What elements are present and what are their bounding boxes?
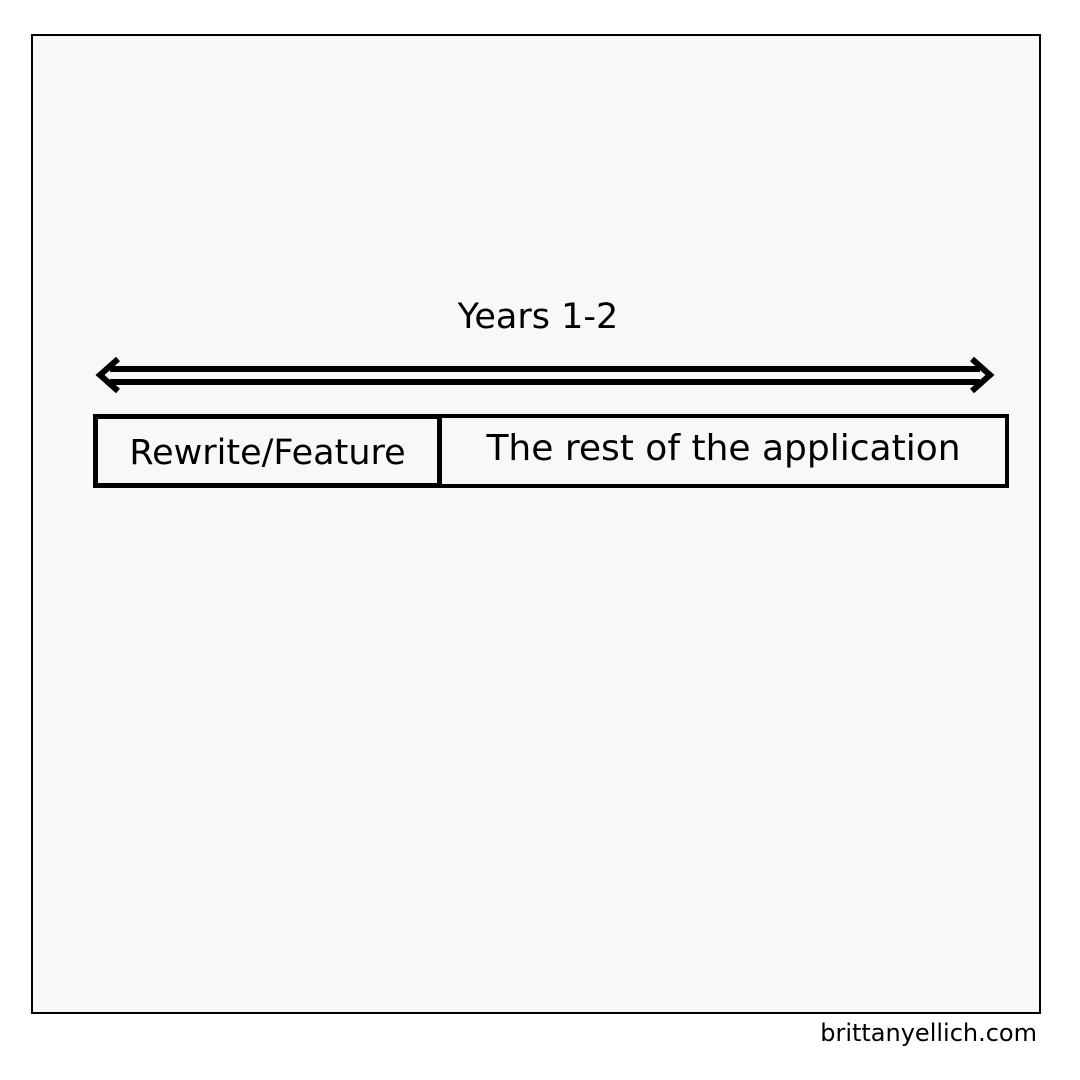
rest-of-application-label: The rest of the application: [486, 427, 961, 469]
rewrite-feature-segment: Rewrite/Feature: [93, 414, 442, 488]
rest-of-application-segment: The rest of the application: [442, 414, 1009, 488]
rewrite-feature-label: Rewrite/Feature: [129, 433, 406, 473]
comic-panel: [31, 34, 1041, 1014]
timeline-bar: Rewrite/Feature The rest of the applicat…: [93, 414, 1009, 488]
double-headed-arrow-icon: [95, 356, 995, 394]
years-label: Years 1-2: [457, 297, 619, 337]
arrow-head-left: [95, 356, 120, 394]
site-credit: brittanyellich.com: [820, 1019, 1037, 1047]
arrow-head-right: [970, 356, 995, 394]
